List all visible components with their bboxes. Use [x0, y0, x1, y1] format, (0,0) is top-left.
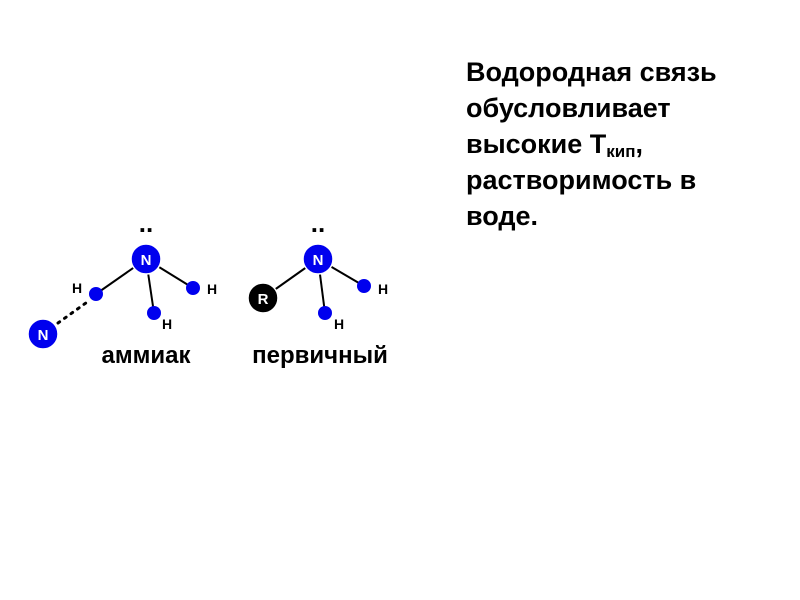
- ammonia-nitrogen-symbol: N: [141, 252, 152, 269]
- statement-line-3-tail: ,: [635, 129, 644, 159]
- amine-lone-pair: ..: [311, 208, 325, 238]
- statement-line-5: воде.: [466, 201, 539, 231]
- primary-amine-label: первичный: [252, 342, 388, 369]
- neighbor-nitrogen-symbol: N: [38, 327, 49, 344]
- amine-nitrogen-atom: [302, 243, 334, 275]
- statement-line-4: растворимость в: [466, 165, 697, 195]
- ammonia-label: аммиак: [102, 342, 192, 369]
- amine-h-label-right: H: [378, 281, 388, 297]
- ammonia-hydrogen-right: [186, 281, 200, 295]
- neighbor-nitrogen-atom: [27, 318, 59, 350]
- amine-h-label-bottom: H: [334, 316, 344, 332]
- amine-nitrogen-symbol: N: [313, 252, 324, 269]
- radical-atom: [247, 282, 279, 314]
- ammonia-molecule: .. N H H H N аммиак: [27, 208, 217, 369]
- amine-hydrogen-bottom: [318, 306, 332, 320]
- ammonia-h-label-bottom: H: [162, 316, 172, 332]
- ammonia-hydrogen-bottom: [147, 306, 161, 320]
- primary-amine-molecule: .. N R H H первичный: [247, 208, 388, 369]
- boiling-point-subscript: кип: [606, 142, 636, 161]
- hydrogen-bond-dotted-line: [56, 298, 92, 325]
- statement-line-1: Водородная связь: [466, 57, 717, 87]
- ammonia-nitrogen-atom: [130, 243, 162, 275]
- radical-symbol: R: [258, 291, 269, 308]
- ammonia-hydrogen-left: [89, 287, 103, 301]
- statement-line-3-text: высокие Т: [466, 129, 607, 159]
- amine-hydrogen-right: [357, 279, 371, 293]
- ammonia-h-label-left: H: [72, 280, 82, 296]
- hydrogen-bond-statement: Водородная связь обусловливает высокие Т…: [466, 54, 786, 234]
- statement-line-2: обусловливает: [466, 93, 671, 123]
- ammonia-h-label-right: H: [207, 281, 217, 297]
- statement-line-3: высокие Ткип,: [466, 126, 786, 162]
- ammonia-lone-pair: ..: [139, 208, 153, 238]
